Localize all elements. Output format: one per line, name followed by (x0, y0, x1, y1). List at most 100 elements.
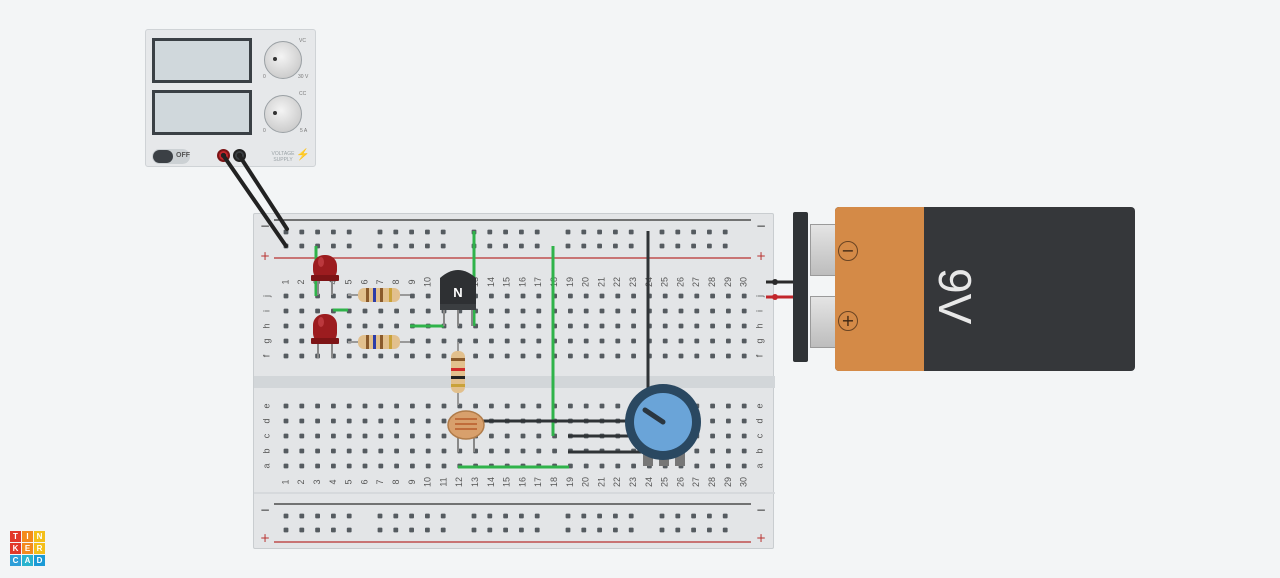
breadboard-hole[interactable] (691, 527, 696, 533)
breadboard-hole[interactable] (520, 308, 526, 314)
breadboard-hole[interactable] (710, 463, 715, 469)
breadboard-hole[interactable] (378, 293, 384, 299)
breadboard-hole[interactable] (662, 323, 668, 329)
breadboard-hole[interactable] (362, 463, 368, 469)
breadboard-hole[interactable] (726, 403, 731, 409)
breadboard-hole[interactable] (581, 527, 587, 533)
breadboard-hole[interactable] (409, 527, 414, 533)
breadboard-hole[interactable] (710, 418, 715, 424)
breadboard-hole[interactable] (581, 243, 587, 249)
breadboard-hole[interactable] (346, 527, 352, 533)
breadboard-hole[interactable] (726, 323, 731, 329)
breadboard-hole[interactable] (662, 353, 668, 359)
breadboard-hole[interactable] (378, 448, 384, 454)
breadboard-hole[interactable] (362, 353, 368, 359)
breadboard-hole[interactable] (631, 403, 636, 409)
breadboard-hole[interactable] (441, 353, 447, 359)
breadboard-hole[interactable] (707, 527, 712, 533)
breadboard-hole[interactable] (440, 229, 446, 235)
breadboard-hole[interactable] (471, 243, 477, 249)
breadboard-hole[interactable] (362, 403, 368, 409)
breadboard-hole[interactable] (568, 433, 573, 439)
breadboard-hole[interactable] (410, 433, 415, 439)
breadboard-hole[interactable] (726, 418, 731, 424)
breadboard-hole[interactable] (315, 243, 320, 249)
breadboard-hole[interactable] (647, 323, 652, 329)
breadboard-hole[interactable] (409, 229, 414, 235)
breadboard-hole[interactable] (346, 513, 352, 519)
breadboard-hole[interactable] (299, 433, 305, 439)
breadboard-hole[interactable] (536, 433, 542, 439)
breadboard-hole[interactable] (631, 448, 636, 454)
breadboard-hole[interactable] (473, 353, 478, 359)
breadboard-hole[interactable] (394, 448, 399, 454)
breadboard-hole[interactable] (315, 293, 320, 299)
breadboard-hole[interactable] (283, 293, 289, 299)
breadboard-hole[interactable] (615, 448, 621, 454)
breadboard-hole[interactable] (722, 229, 728, 235)
breadboard-hole[interactable] (597, 243, 602, 249)
breadboard-hole[interactable] (283, 527, 289, 533)
breadboard-hole[interactable] (520, 338, 526, 344)
breadboard-hole[interactable] (457, 463, 463, 469)
breadboard-hole[interactable] (583, 308, 589, 314)
breadboard-hole[interactable] (565, 243, 571, 249)
breadboard-hole[interactable] (726, 353, 731, 359)
breadboard-hole[interactable] (552, 323, 557, 329)
breadboard-hole[interactable] (489, 448, 494, 454)
breadboard-hole[interactable] (299, 403, 305, 409)
breadboard-hole[interactable] (362, 293, 368, 299)
breadboard-hole[interactable] (659, 513, 665, 519)
breadboard-hole[interactable] (504, 353, 510, 359)
breadboard-hole[interactable] (536, 308, 542, 314)
breadboard-hole[interactable] (726, 293, 731, 299)
breadboard-hole[interactable] (378, 433, 384, 439)
battery-9v[interactable]: − + (835, 207, 1135, 371)
breadboard-hole[interactable] (707, 243, 712, 249)
breadboard-hole[interactable] (534, 513, 540, 519)
breadboard-hole[interactable] (678, 403, 684, 409)
breadboard-hole[interactable] (315, 463, 320, 469)
breadboard-hole[interactable] (504, 433, 510, 439)
breadboard-hole[interactable] (394, 308, 399, 314)
breadboard-hole[interactable] (552, 463, 557, 469)
breadboard-hole[interactable] (362, 433, 368, 439)
power-switch[interactable]: OFF (152, 149, 190, 164)
breadboard-hole[interactable] (741, 418, 747, 424)
breadboard-hole[interactable] (346, 418, 352, 424)
breadboard-hole[interactable] (568, 353, 573, 359)
breadboard-hole[interactable] (647, 433, 652, 439)
breadboard-hole[interactable] (662, 403, 668, 409)
breadboard-hole[interactable] (631, 338, 636, 344)
breadboard-hole[interactable] (346, 308, 352, 314)
breadboard-hole[interactable] (678, 353, 684, 359)
breadboard-hole[interactable] (331, 433, 336, 439)
breadboard-hole[interactable] (504, 323, 510, 329)
breadboard-hole[interactable] (536, 323, 542, 329)
breadboard-hole[interactable] (662, 433, 668, 439)
breadboard-hole[interactable] (489, 418, 494, 424)
breadboard-hole[interactable] (647, 308, 652, 314)
breadboard-hole[interactable] (489, 323, 494, 329)
breadboard-hole[interactable] (487, 527, 493, 533)
breadboard-hole[interactable] (694, 338, 700, 344)
breadboard-hole[interactable] (315, 433, 320, 439)
breadboard-hole[interactable] (628, 229, 634, 235)
voltage-knob[interactable] (264, 41, 302, 79)
breadboard-hole[interactable] (741, 403, 747, 409)
breadboard-hole[interactable] (441, 293, 447, 299)
breadboard-hole[interactable] (583, 433, 589, 439)
breadboard-hole[interactable] (315, 527, 320, 533)
breadboard-hole[interactable] (377, 243, 383, 249)
breadboard-hole[interactable] (503, 513, 508, 519)
breadboard-hole[interactable] (473, 448, 478, 454)
breadboard-hole[interactable] (441, 448, 447, 454)
breadboard-hole[interactable] (362, 338, 368, 344)
breadboard-hole[interactable] (741, 433, 747, 439)
breadboard-hole[interactable] (425, 293, 431, 299)
breadboard-hole[interactable] (315, 323, 320, 329)
breadboard-hole[interactable] (471, 513, 477, 519)
breadboard-hole[interactable] (552, 418, 557, 424)
breadboard-hole[interactable] (504, 338, 510, 344)
breadboard-hole[interactable] (504, 403, 510, 409)
